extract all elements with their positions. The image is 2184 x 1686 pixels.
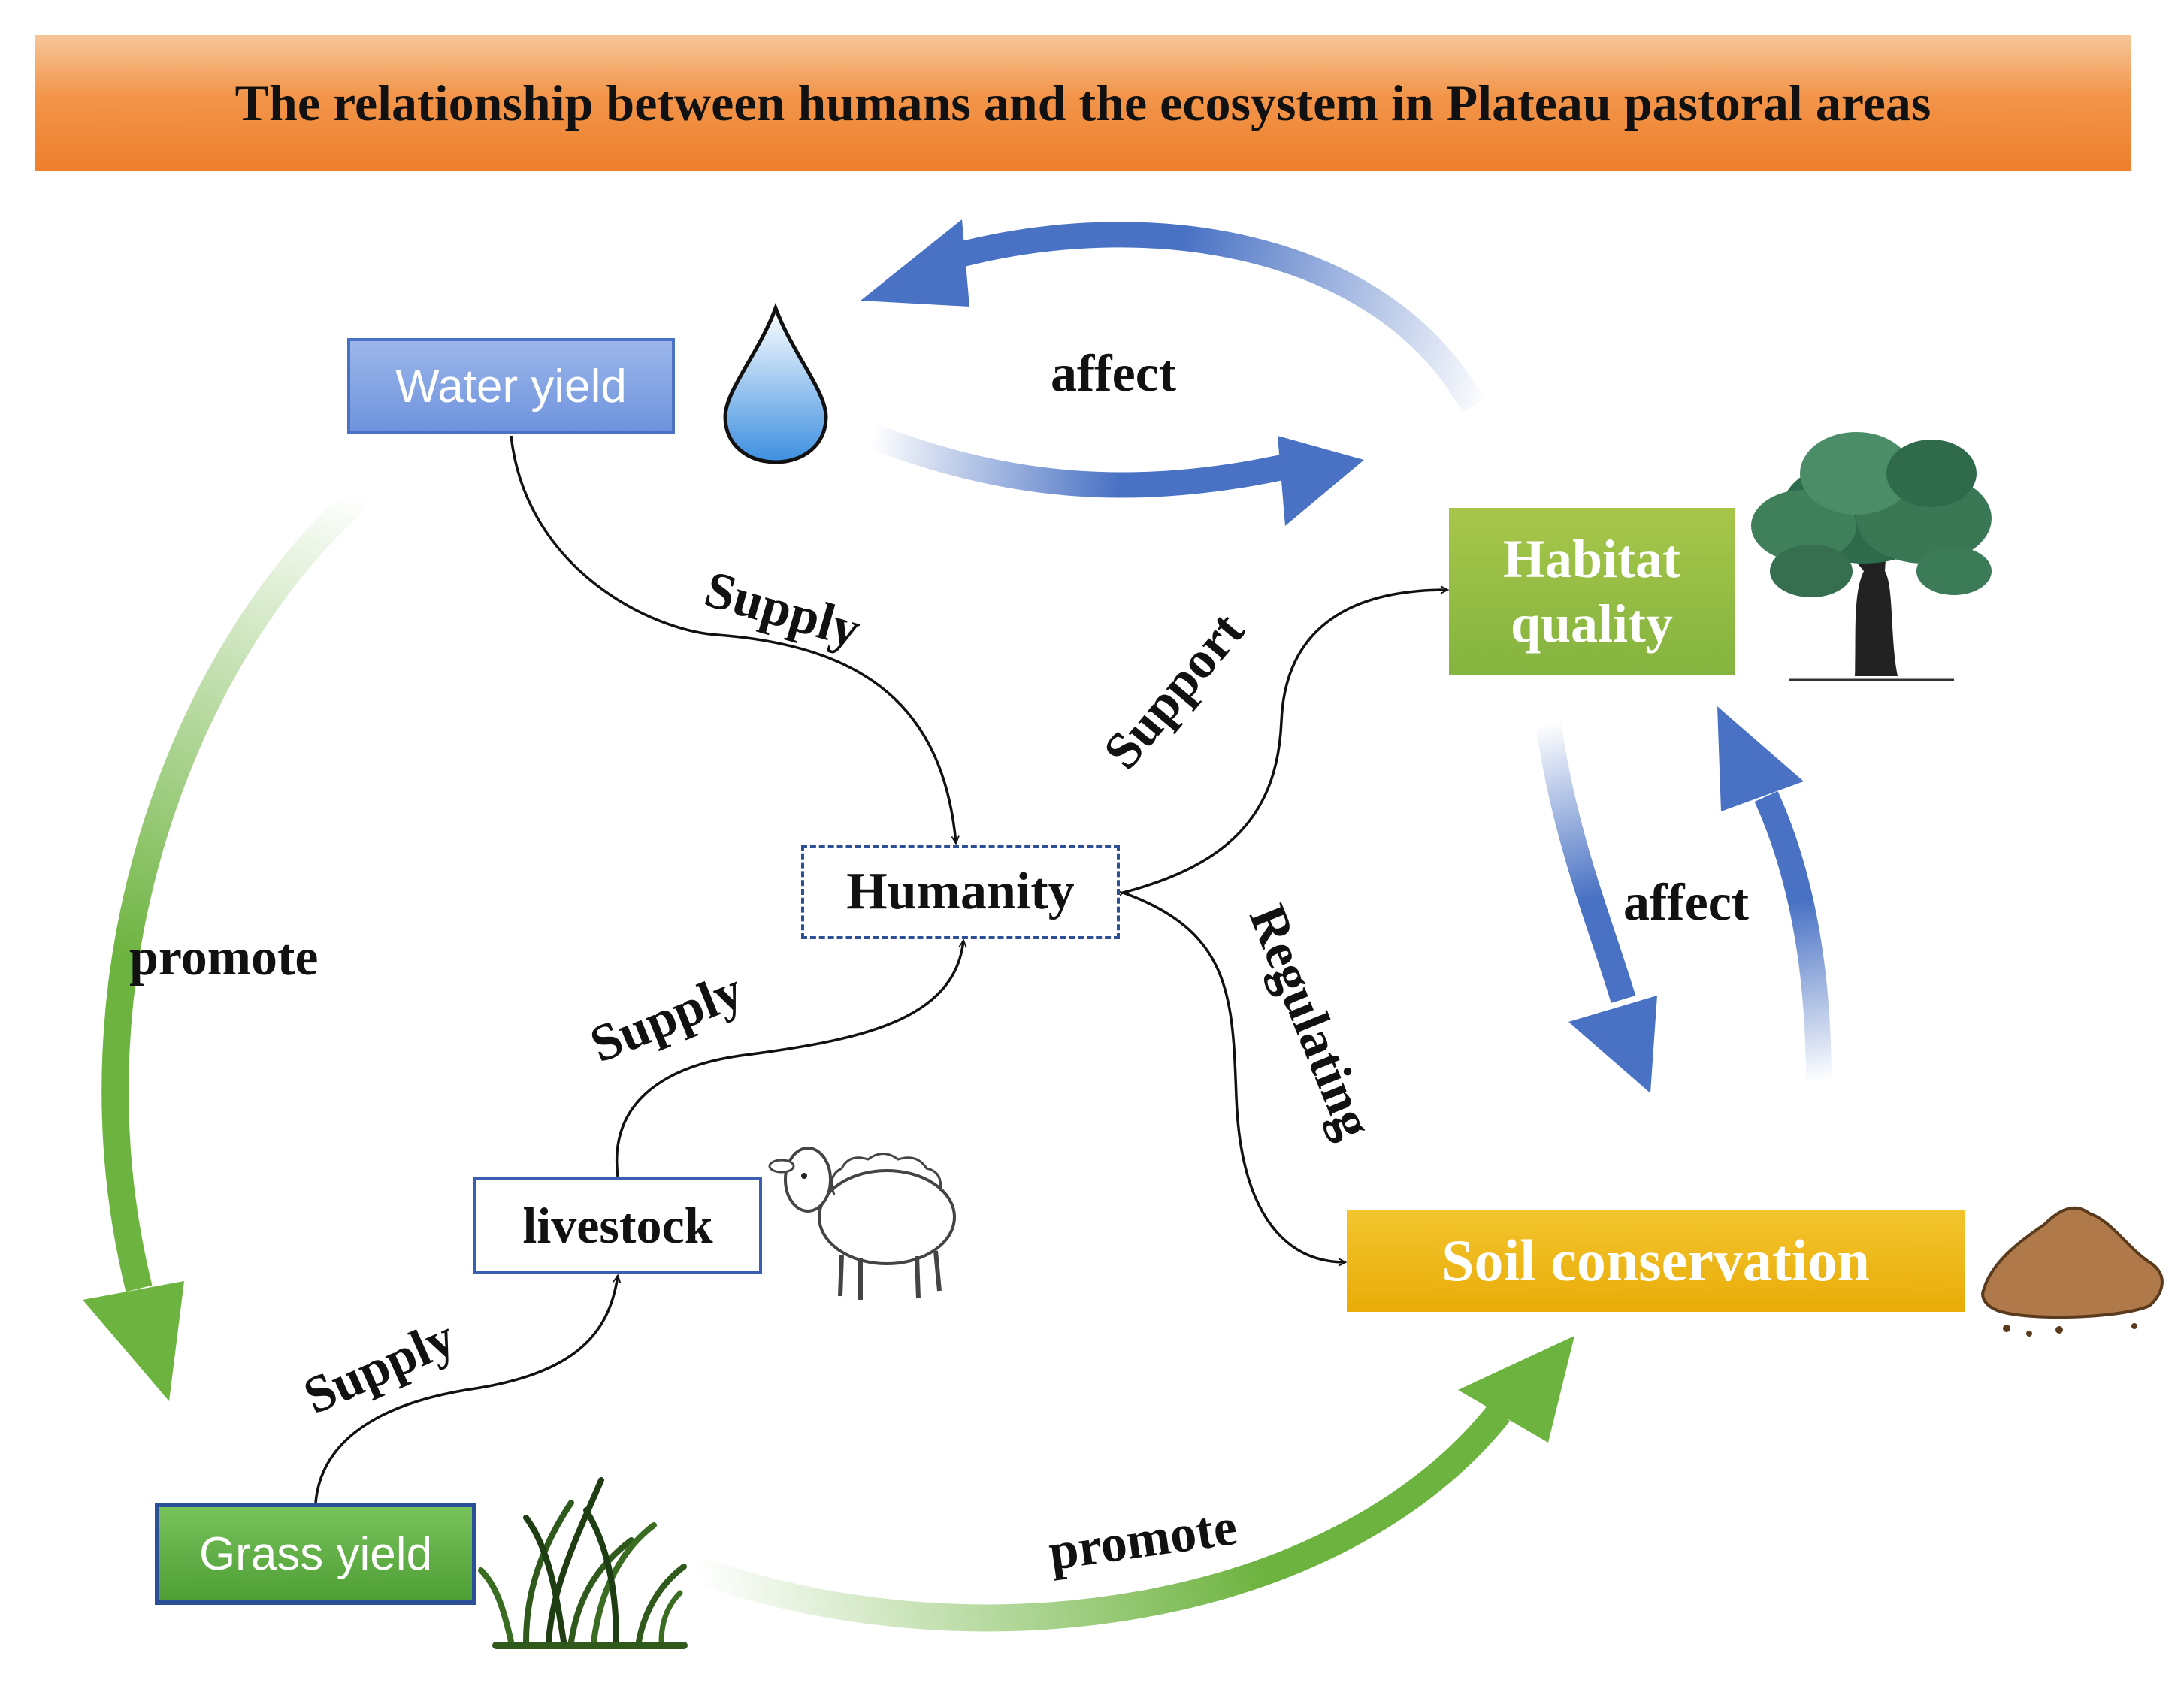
affect-arrow-to-water (861, 219, 1484, 412)
livestock-label: livestock (522, 1196, 713, 1254)
soil-pile-icon (1981, 1206, 2164, 1337)
water-yield-label: Water yield (395, 360, 627, 412)
habitat-quality-label-line1: Habitat (1502, 528, 1680, 589)
support-connector-humanity-habitat (1123, 590, 1447, 893)
grass-yield-label: Grass yield (198, 1527, 433, 1580)
grass-yield-node: Grass yield (155, 1503, 476, 1605)
humanity-node: Humanity (801, 845, 1120, 939)
sheep-icon (768, 1147, 956, 1300)
supply-connector-water-humanity (510, 435, 956, 843)
affect-arrow-to-habitat-from-soil (1717, 706, 1832, 1083)
promote-arrow-to-soil (694, 1336, 1574, 1632)
habitat-quality-node: Habitat quality (1449, 508, 1735, 675)
soil-conservation-label: Soil conservation (1441, 1228, 1870, 1293)
water-drop-icon (723, 302, 828, 464)
regulating-connector-humanity-soil (1122, 891, 1345, 1262)
promote-label-left: promote (129, 929, 319, 987)
tree-icon (1751, 432, 1992, 681)
supply-connector-grass-livestock (314, 1276, 618, 1503)
habitat-quality-label-line2: quality (1510, 594, 1674, 654)
affect-label-right: affect (1623, 874, 1750, 932)
water-yield-node: Water yield (347, 338, 675, 434)
humanity-label: Humanity (846, 863, 1075, 920)
promote-arrow-to-grass (83, 485, 370, 1401)
livestock-node: livestock (473, 1177, 762, 1274)
affect-label-top: affect (1051, 345, 1177, 403)
supply-connector-livestock-humanity (615, 941, 963, 1177)
soil-conservation-node: Soil conservation (1347, 1210, 1965, 1312)
grass-icon (478, 1477, 688, 1649)
affect-arrow-to-soil (1535, 719, 1657, 1093)
affect-arrow-to-habitat (867, 424, 1364, 526)
diagram-title: The relationship between humans and the … (35, 35, 2131, 171)
